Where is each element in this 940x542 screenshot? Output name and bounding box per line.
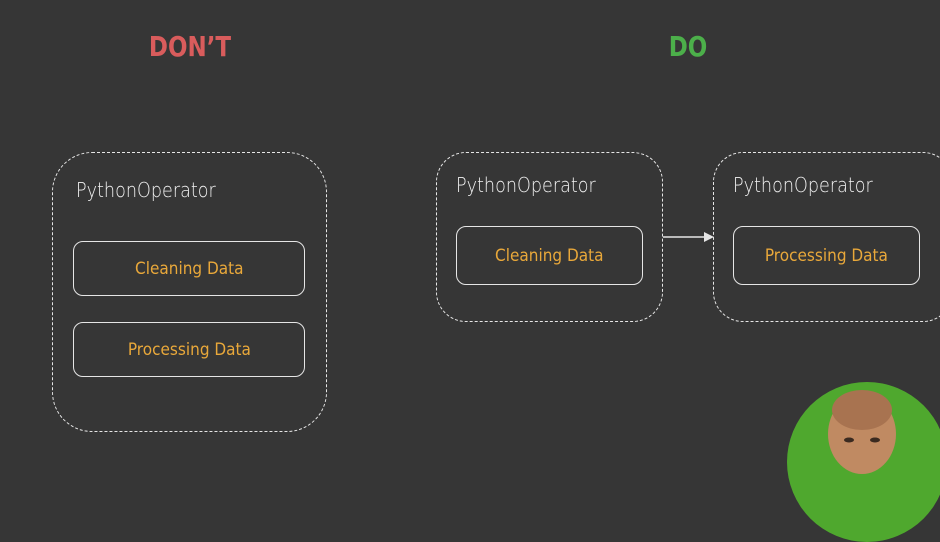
do-processing-operator-box: [713, 152, 940, 322]
dont-processing-data-task: Processing Data: [73, 322, 305, 377]
dont-operator-title: PythonOperator: [76, 178, 216, 202]
do-cleaning-operator-title: PythonOperator: [456, 173, 596, 197]
do-cleaning-data-label: Cleaning Data: [495, 245, 604, 266]
do-cleaning-operator-box: [436, 152, 663, 322]
do-heading: DO: [668, 30, 708, 63]
dont-heading: DON’T: [148, 30, 232, 63]
do-processing-data-label: Processing Data: [764, 245, 889, 266]
dont-processing-data-label: Processing Data: [127, 339, 251, 360]
dont-cleaning-data-label: Cleaning Data: [134, 258, 244, 279]
arrow-right-icon: [663, 232, 714, 242]
presenter-avatar: [787, 382, 940, 542]
presenter-face-icon: [828, 390, 896, 474]
do-processing-operator-title: PythonOperator: [733, 173, 873, 197]
dont-python-operator-box: [52, 152, 327, 432]
do-cleaning-data-task: Cleaning Data: [456, 226, 643, 285]
do-processing-data-task: Processing Data: [733, 226, 920, 285]
dont-cleaning-data-task: Cleaning Data: [73, 241, 305, 296]
